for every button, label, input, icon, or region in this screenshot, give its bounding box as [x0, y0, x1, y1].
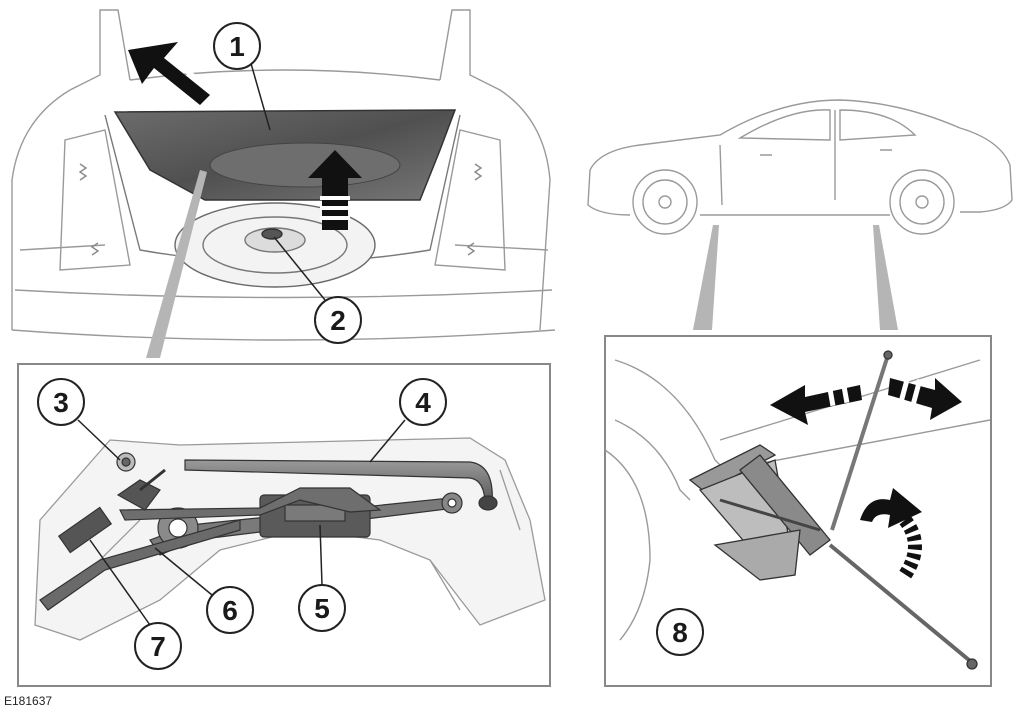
- svg-text:6: 6: [222, 595, 238, 626]
- callout-4: 4: [369, 378, 447, 463]
- scissor-jack-icon: [688, 350, 978, 670]
- floor-panel-recess: [209, 142, 401, 188]
- callout-3: 3: [37, 378, 121, 461]
- svg-text:4: 4: [415, 387, 431, 418]
- svg-text:8: 8: [672, 617, 688, 648]
- callout-5: 5: [298, 524, 346, 632]
- rotate-arrow-left-icon: [770, 374, 862, 425]
- svg-text:5: 5: [314, 593, 330, 624]
- callout-7: 7: [89, 539, 182, 670]
- callout-6: 6: [154, 547, 254, 634]
- svg-text:3: 3: [53, 387, 69, 418]
- tools: [39, 452, 498, 611]
- lift-arrow-icon: [128, 42, 213, 105]
- jack-point-front-band: [693, 225, 719, 330]
- callout-2: 2: [273, 236, 362, 344]
- svg-text:2: 2: [330, 305, 346, 336]
- callout-1: 1: [213, 22, 271, 131]
- rotate-arrow-right-icon: [888, 375, 962, 420]
- jack-point-rear-band: [873, 225, 898, 330]
- svg-text:1: 1: [229, 31, 245, 62]
- up-arrow-icon: [308, 150, 362, 230]
- leader-band: [146, 170, 207, 358]
- car-side-illustration: [587, 99, 1013, 235]
- crank-arrow-icon: [860, 488, 922, 579]
- figure-reference-code: E181637: [4, 694, 53, 708]
- callout-8: 8: [656, 608, 704, 656]
- svg-text:7: 7: [150, 631, 166, 662]
